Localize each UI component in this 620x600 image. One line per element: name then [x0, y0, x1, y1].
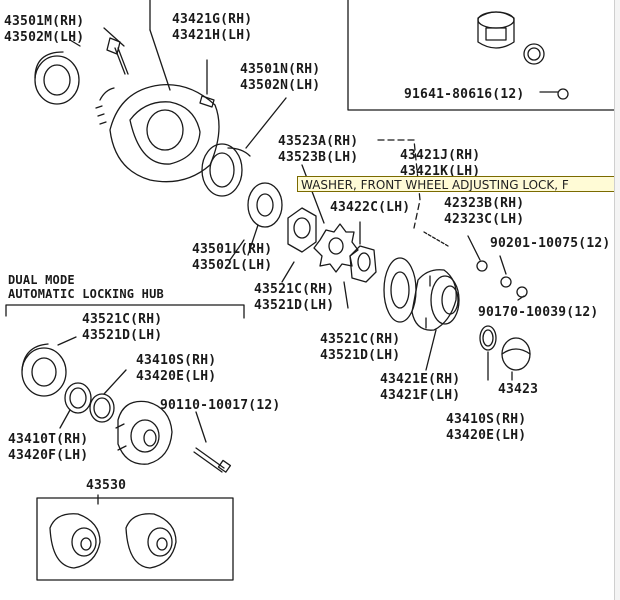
- axle-hub-part: [95, 84, 220, 183]
- part-number: 43421E(RH): [380, 372, 461, 387]
- part-number: 43420E(LH): [136, 369, 217, 384]
- part-number: 43501L(RH): [192, 242, 273, 257]
- inset-frame: [347, 0, 620, 111]
- bolt-part: [106, 37, 129, 75]
- lock-nut-part: [349, 245, 377, 283]
- part-label-43521c-middle[interactable]: 43521C(RH) 43521D(LH): [320, 332, 400, 364]
- flange-part: [411, 269, 460, 331]
- part-label-43410t[interactable]: 43410T(RH) 43420F(LH): [8, 432, 88, 464]
- part-number: 43521C(RH): [82, 312, 163, 327]
- part-number: 43502L(LH): [192, 258, 273, 273]
- part-label-43530[interactable]: 43530: [86, 478, 127, 493]
- part-number: 43420E(LH): [446, 428, 527, 443]
- part-number: 43521D(LH): [254, 298, 335, 313]
- part-number: 42323C(LH): [444, 212, 525, 227]
- part-label-43501m[interactable]: 43501M(RH) 43502M(LH): [4, 14, 84, 46]
- dual-mode-bracket: [5, 304, 245, 319]
- part-number: 43521D(LH): [320, 348, 401, 363]
- part-number: 43502M(LH): [4, 30, 85, 45]
- part-label-43410s-left[interactable]: 43410S(RH) 43420E(LH): [136, 353, 216, 385]
- part-label-43421e[interactable]: 43421E(RH) 43421F(LH): [380, 372, 460, 404]
- dual-mode-line2: AUTOMATIC LOCKING HUB: [8, 287, 164, 301]
- adjusting-nut-part: [287, 207, 317, 253]
- hub-bolt-part: [193, 447, 232, 473]
- part-number: 42323B(RH): [444, 196, 525, 211]
- part-label-90110[interactable]: 90110-10017(12): [160, 398, 281, 413]
- part-label-43421j[interactable]: 43421J(RH) 43421K(LH): [400, 148, 480, 180]
- hub-stud-part: [199, 95, 215, 108]
- part-label-43521c-upper[interactable]: 43521C(RH) 43521D(LH): [254, 282, 334, 314]
- snap-ring-part: [479, 325, 497, 351]
- part-number: 43501M(RH): [4, 14, 85, 29]
- part-label-43521c-lower[interactable]: 43521C(RH) 43521D(LH): [82, 312, 162, 344]
- part-label-43421g[interactable]: 43421G(RH) 43421H(LH): [172, 12, 252, 44]
- hub-cap-part: [501, 337, 531, 371]
- part-number: 43421F(LH): [380, 388, 461, 403]
- part-label-90170[interactable]: 90170-10039(12): [478, 305, 599, 320]
- inset-hub-part: [477, 11, 569, 100]
- kit-hub-1-part: [49, 513, 101, 569]
- dual-mode-heading: DUAL MODE AUTOMATIC LOCKING HUB: [8, 273, 164, 301]
- part-number: 43421J(RH): [400, 148, 481, 163]
- kit-hub-2-part: [125, 513, 177, 569]
- part-label-43423[interactable]: 43423: [498, 382, 539, 397]
- part-number: 43521D(LH): [82, 328, 163, 343]
- part-number: 43523A(RH): [278, 134, 359, 149]
- snap-ring-left-part: [64, 382, 92, 414]
- part-label-42323b[interactable]: 42323B(RH) 42323C(LH): [444, 196, 524, 228]
- part-tooltip: WASHER, FRONT WHEEL ADJUSTING LOCK, F: [297, 176, 615, 192]
- part-number: 43521C(RH): [320, 332, 401, 347]
- part-number: 43523B(LH): [278, 150, 359, 165]
- dual-mode-line1: DUAL MODE: [8, 273, 75, 287]
- oil-seal-part: [247, 182, 283, 228]
- part-number: 43410S(RH): [136, 353, 217, 368]
- part-label-90201[interactable]: 90201-10075(12): [490, 236, 611, 251]
- part-number: 43421H(LH): [172, 28, 253, 43]
- inner-bearing-part: [201, 143, 251, 197]
- part-number: 43502N(LH): [240, 78, 321, 93]
- part-number: 43421K(LH): [400, 164, 481, 179]
- part-label-43501l[interactable]: 43501L(RH) 43502L(LH): [192, 242, 272, 274]
- part-number: 43420F(LH): [8, 448, 89, 463]
- locking-hub-bearing-part: [21, 343, 67, 397]
- part-number: 43421G(RH): [172, 12, 253, 27]
- kit-box: [36, 497, 234, 581]
- part-number: 43501N(RH): [240, 62, 321, 77]
- part-label-43422c[interactable]: 43422C(LH): [330, 200, 411, 215]
- locking-hub-body-part: [115, 400, 173, 465]
- snap-ring-left2-part: [89, 393, 115, 423]
- part-number: 43410T(RH): [8, 432, 89, 447]
- part-label-43523a[interactable]: 43523A(RH) 43523B(LH): [278, 134, 358, 166]
- part-label-43501n[interactable]: 43501N(RH) 43502N(LH): [240, 62, 320, 94]
- window-edge: [614, 0, 620, 600]
- gasket-part: [383, 257, 417, 323]
- part-number: 43410S(RH): [446, 412, 527, 427]
- part-label-43410s-right[interactable]: 43410S(RH) 43420E(LH): [446, 412, 526, 444]
- part-label-91641[interactable]: 91641-80616(12): [404, 87, 525, 102]
- part-number: 43521C(RH): [254, 282, 335, 297]
- outer-bearing-part: [34, 51, 80, 105]
